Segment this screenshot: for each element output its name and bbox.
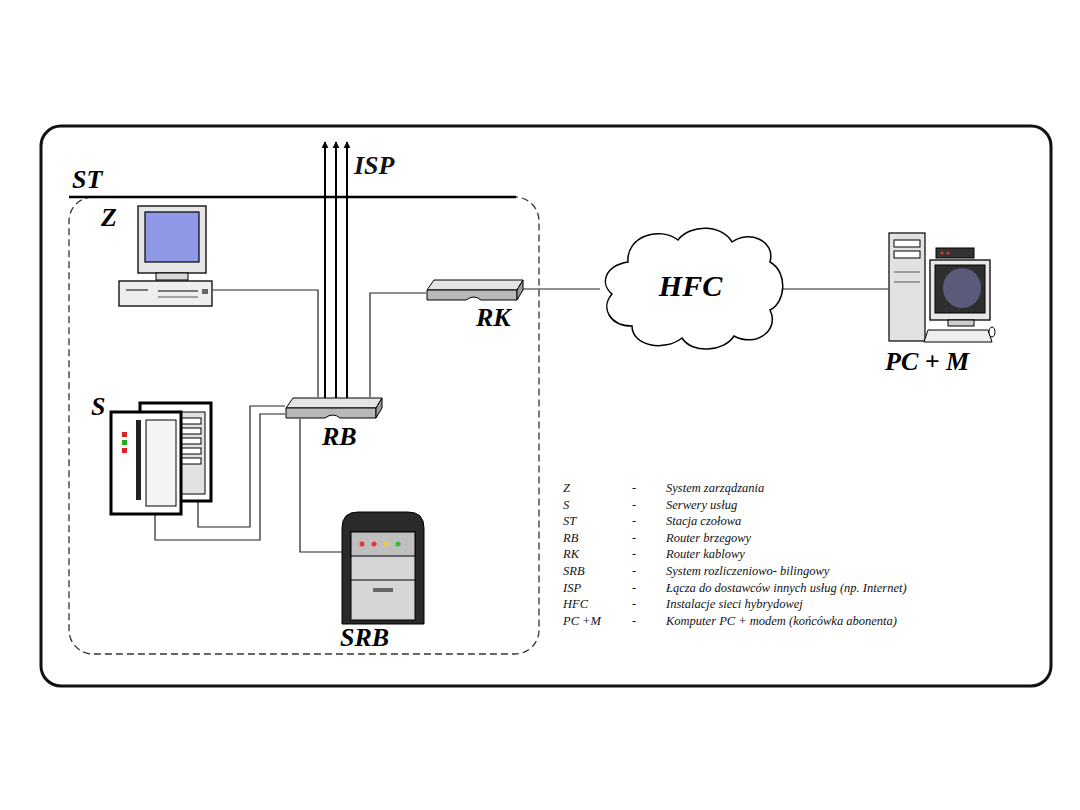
device-node: S [110, 402, 212, 515]
dash: - [632, 598, 636, 611]
dash: - [632, 565, 636, 578]
abbreviation-meaning: Stacja czołowa [666, 515, 741, 528]
dash: - [632, 499, 636, 512]
dash: - [632, 515, 636, 528]
node-label: S [91, 394, 105, 420]
abbreviation-meaning: Łącza do dostawców innych usług (np. Int… [666, 582, 907, 595]
dash: - [632, 482, 636, 495]
abbreviation-meaning: Router kablowy [666, 548, 745, 561]
device-node: RK [426, 279, 524, 301]
abbreviation: ISP [563, 582, 581, 595]
network-cloud: HFC [598, 222, 783, 352]
device-node: PC + M [888, 232, 993, 347]
abbreviation: RB [563, 532, 578, 545]
abbreviation: HFC [563, 598, 588, 611]
abbreviation: ST [563, 515, 576, 528]
abbreviation-meaning: Serwery usług [666, 499, 737, 512]
device-icon [338, 510, 428, 625]
device-icon [285, 397, 383, 419]
device-icon [118, 205, 213, 307]
device-icon [888, 232, 993, 347]
cable-line [521, 288, 600, 289]
node-label: PC + M [885, 349, 969, 375]
abbreviation: RK [563, 548, 579, 561]
cable-line [213, 290, 318, 397]
node-label: RB [322, 424, 357, 450]
node-label: SRB [340, 625, 389, 651]
abbreviation: S [563, 499, 569, 512]
abbreviation-meaning: System zarządzania [666, 482, 764, 495]
link-label: ISP [354, 153, 394, 179]
abbreviation: SRB [563, 565, 585, 578]
device-node: Z [118, 205, 213, 307]
outer-frame [41, 126, 1051, 686]
cable-line [370, 293, 426, 397]
node-label: Z [101, 205, 117, 231]
head-station-region: STZSRBSRBRK [68, 196, 540, 655]
dash: - [632, 548, 636, 561]
abbreviation-meaning: Instalacje sieci hybrydowej [666, 598, 803, 611]
abbreviation-meaning: Router brzegowy [666, 532, 751, 545]
dash: - [632, 582, 636, 595]
node-label: HFC [598, 271, 783, 301]
device-node: SRB [338, 510, 428, 625]
isp-arrows [325, 142, 347, 398]
node-label: RK [476, 305, 511, 331]
abbreviation: Z [563, 482, 570, 495]
abbreviation-meaning: Komputer PC + modem (końcówka abonenta) [666, 615, 897, 628]
device-icon [110, 402, 212, 515]
device-icon [426, 279, 524, 301]
cable-line [781, 288, 888, 289]
device-node: RB [285, 397, 383, 419]
abbreviation-meaning: System rozliczeniowo- bilingowy [666, 565, 829, 578]
dash: - [632, 615, 636, 628]
dash: - [632, 532, 636, 545]
abbreviation: PC +M [563, 615, 601, 628]
node-label: ST [72, 167, 102, 193]
